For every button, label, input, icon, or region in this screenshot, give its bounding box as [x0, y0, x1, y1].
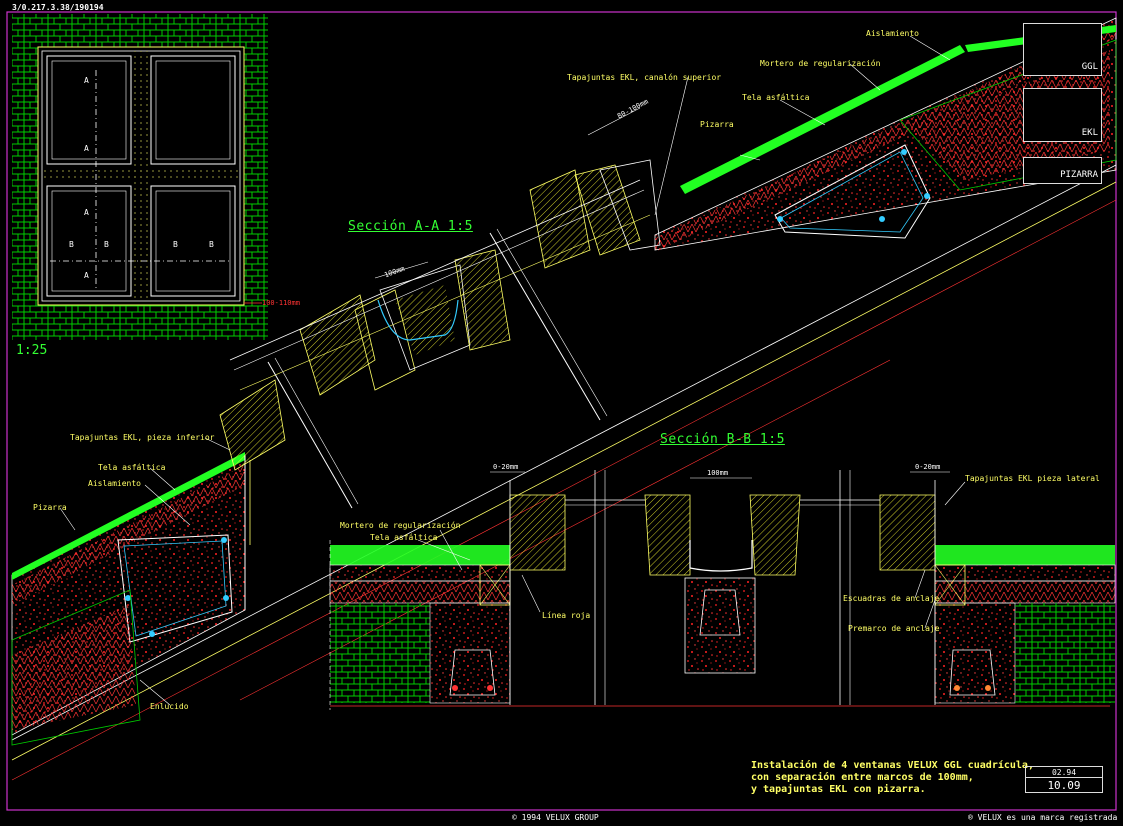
- legend-ggl: GGL: [1023, 23, 1102, 76]
- legend-ggl-label: GGL: [1081, 62, 1098, 72]
- sheet-frame: [6, 11, 1117, 811]
- dim-bb-right: 0-20mm: [915, 463, 941, 471]
- label-mortero-aa: Mortero de regularización: [760, 59, 881, 68]
- title-date: 02.94: [1026, 768, 1102, 778]
- label-escuadras: Escuadras de anclaje: [843, 594, 940, 603]
- plan-mark-b1: B: [69, 240, 74, 249]
- label-pizarra-aa: Pizarra: [700, 120, 734, 129]
- label-linea-roja: Línea roja: [542, 611, 591, 620]
- plan-mark-a3: A: [84, 208, 89, 217]
- plan-mark-a2: A: [84, 144, 89, 153]
- plan-scale: 1:25: [16, 343, 48, 358]
- description-line: Instalación de 4 ventanas VELUX GGL cuad…: [751, 760, 1034, 771]
- footer-trademark: ® VELUX es una marca registrada: [968, 813, 1118, 822]
- section-bb: [329, 470, 1116, 710]
- plan-mark-b2: B: [104, 240, 109, 249]
- dim-bb-mid: 100mm: [707, 469, 729, 477]
- plan-mark-b3: B: [173, 240, 178, 249]
- description-line: con separación entre marcos de 100mm,: [751, 772, 974, 783]
- title-block: 02.94 10.09: [1025, 766, 1103, 793]
- legend-pizarra: PIZARRA: [1023, 157, 1102, 184]
- label-enlucido: Enlucido: [150, 702, 189, 711]
- label-tela-bb: Tela asfáltica: [370, 533, 438, 542]
- footer-copyright: © 1994 VELUX GROUP: [512, 813, 599, 822]
- section-bb-title: Sección B-B 1:5: [660, 432, 785, 447]
- label-premarco: Premarco de anclaje: [848, 624, 940, 633]
- label-canalon: Tapajuntas EKL, canalón superior: [567, 73, 722, 82]
- legend-pizarra-label: PIZARRA: [1060, 170, 1098, 180]
- title-number: 10.09: [1047, 779, 1081, 792]
- aa-window-frames: [219, 159, 661, 471]
- section-aa-title: Sección A-A 1:5: [348, 219, 473, 234]
- section-aa: [11, 17, 1117, 781]
- drawing-code: 3/0.217.3.38/190194: [12, 3, 104, 12]
- label-tela-aa2: Tela asfáltica: [98, 463, 166, 472]
- plan-mark-b4: B: [209, 240, 214, 249]
- label-pieza-inferior: Tapajuntas EKL, pieza inferior: [70, 433, 215, 442]
- plan-dimension: 100-110mm: [262, 299, 300, 307]
- label-tela-aa: Tela asfáltica: [742, 93, 810, 102]
- label-aislamiento: Aislamiento: [866, 29, 919, 38]
- label-pizarra-aa2: Pizarra: [33, 503, 67, 512]
- label-aislamiento2: Aislamiento: [88, 479, 141, 488]
- plan-view: [12, 14, 268, 340]
- description-line: y tapajuntas EKL con pizarra.: [751, 784, 926, 795]
- label-pieza-lateral: Tapajuntas EKL pieza lateral: [965, 474, 1100, 483]
- label-mortero-bb: Mortero de regularización: [340, 521, 461, 530]
- legend-ekl-label: EKL: [1081, 128, 1098, 138]
- plan-mark-a1: A: [84, 76, 89, 85]
- drawing-description: Instalación de 4 ventanas VELUX GGL cuad…: [751, 760, 1034, 796]
- dim-bb-left: 0-20mm: [493, 463, 519, 471]
- plan-mark-a4: A: [84, 271, 89, 280]
- legend-ekl: EKL: [1023, 88, 1102, 142]
